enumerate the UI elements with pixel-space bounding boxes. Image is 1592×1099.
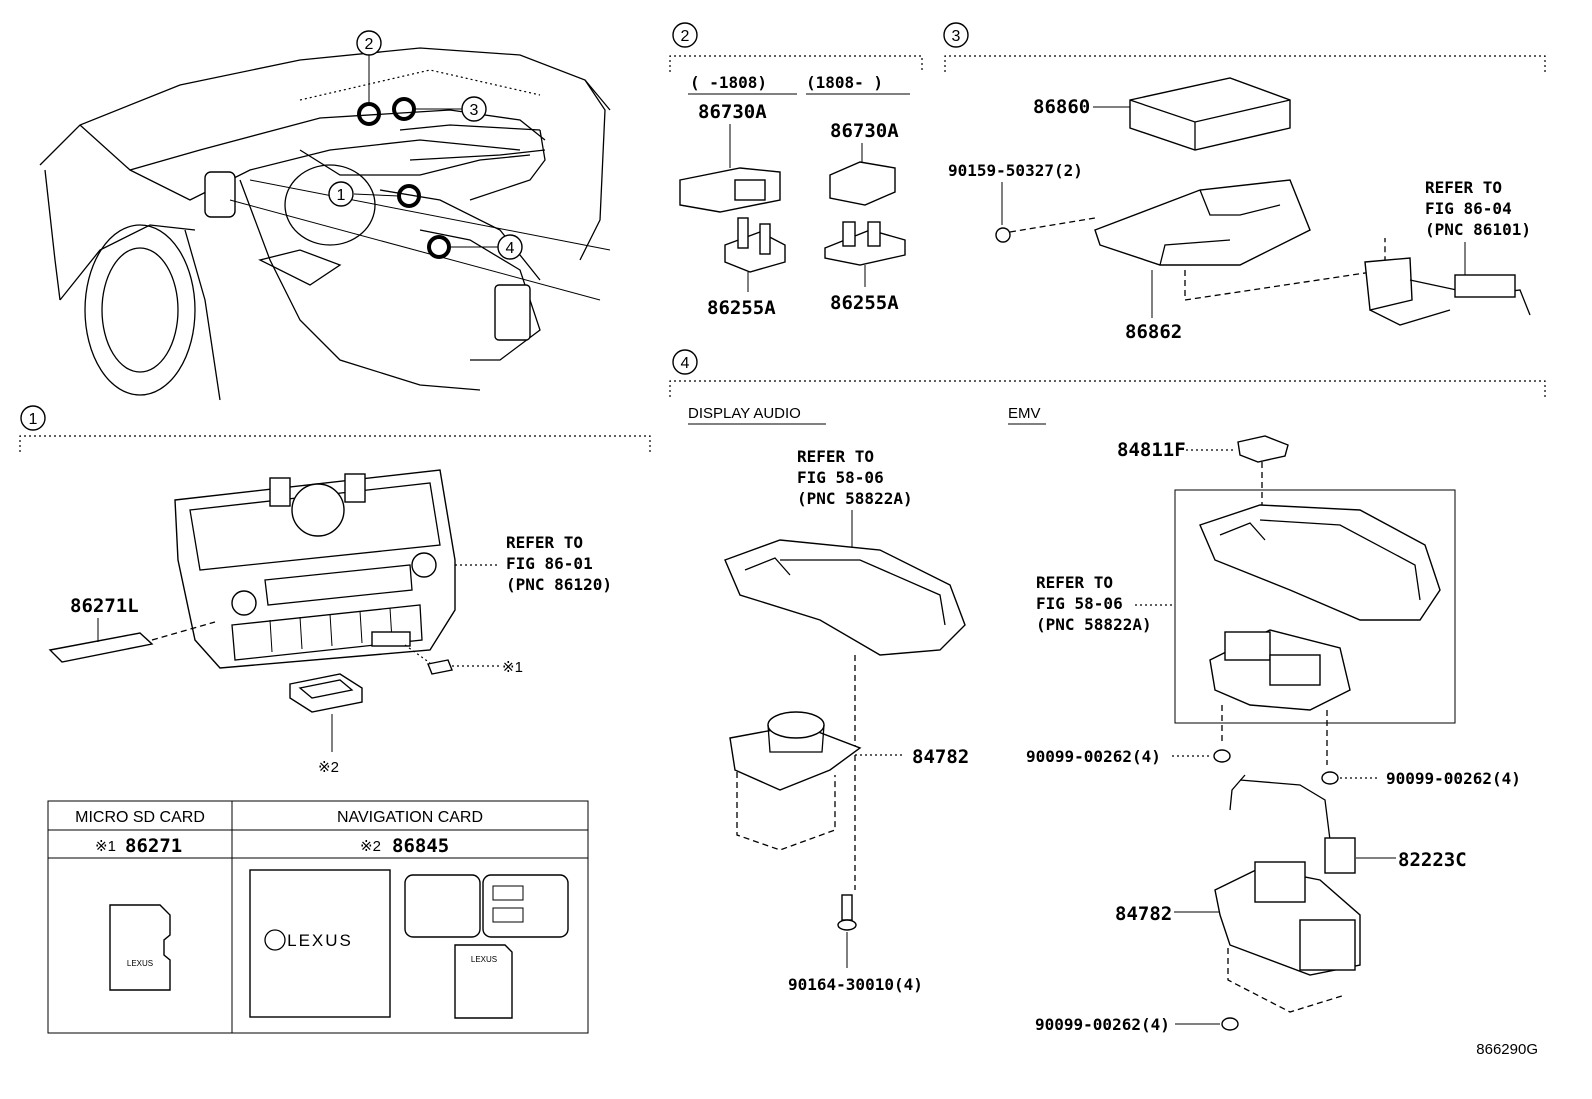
bolt-90164-label: 90164-30010(4) <box>788 975 923 994</box>
refer-58822A-da-line2: FIG 58-06 <box>797 468 884 487</box>
overview-callout-3: 3 <box>461 96 487 122</box>
refer-58822A-emv-line1: REFER TO <box>1036 573 1113 592</box>
overview-dashboard-illustration: 2 3 1 4 <box>39 30 611 401</box>
part-84782-emv-label: 84782 <box>1115 903 1172 925</box>
part-86255A-right-label: 86255A <box>830 292 899 314</box>
refer-86101-line3: (PNC 86101) <box>1425 220 1531 239</box>
range-after-1808: (1808- ) <box>806 73 883 92</box>
part-86860-label: 86860 <box>1033 96 1090 118</box>
svg-text:2: 2 <box>681 28 690 45</box>
part-86730A-left-label: 86730A <box>698 101 767 123</box>
part-82223C-label: 82223C <box>1398 849 1467 871</box>
refer-58822A-da-line1: REFER TO <box>797 447 874 466</box>
bolt-90099-emv2-label: 90099-00262(4) <box>1386 769 1521 788</box>
refer-58822A-da-line3: (PNC 58822A) <box>797 489 913 508</box>
section-4-marker: 4 <box>672 349 698 375</box>
overview-callout-2: 2 <box>356 30 382 56</box>
refer-86120-line3: (PNC 86120) <box>506 575 612 594</box>
bolt-90099-emv1-label: 90099-00262(4) <box>1026 747 1161 766</box>
overview-callout-1: 1 <box>328 181 354 207</box>
sd-card-brand: LEXUS <box>471 955 497 964</box>
section-1-marker: 1 <box>20 405 46 431</box>
svg-text:3: 3 <box>470 102 479 119</box>
display-audio-label: DISPLAY AUDIO <box>688 405 801 422</box>
part-86255A-left-label: 86255A <box>707 297 776 319</box>
figure-code: 866290G <box>1476 1041 1538 1058</box>
section-2: 2 ( -1808) (1808- ) 86730A 86730A 86255A… <box>669 22 923 319</box>
svg-text:2: 2 <box>365 36 374 53</box>
section-2-marker: 2 <box>672 22 698 48</box>
nav-card-mark-label: ※2 <box>318 759 339 776</box>
refer-86101-line2: FIG 86-04 <box>1425 199 1512 218</box>
section-3-marker: 3 <box>943 22 969 48</box>
micro-sd-mark: ※1 <box>95 838 116 855</box>
range-before-1808: ( -1808) <box>690 73 767 92</box>
part-84782-da-label: 84782 <box>912 746 969 768</box>
micro-sd-mark-label: ※1 <box>502 659 523 676</box>
emv-label: EMV <box>1008 405 1041 422</box>
nav-card-mark: ※2 <box>360 838 381 855</box>
part-86730A-right-label: 86730A <box>830 120 899 142</box>
navigation-card-header: NAVIGATION CARD <box>337 809 483 826</box>
svg-text:1: 1 <box>337 187 346 204</box>
refer-86101-line1: REFER TO <box>1425 178 1502 197</box>
svg-text:3: 3 <box>952 28 961 45</box>
svg-text:4: 4 <box>506 240 515 257</box>
refer-58822A-emv-line3: (PNC 58822A) <box>1036 615 1152 634</box>
refer-58822A-emv-line2: FIG 58-06 <box>1036 594 1123 613</box>
micro-sd-card-header: MICRO SD CARD <box>75 809 205 826</box>
section-1: 1 86271L REFER TO FIG 86- <box>19 405 651 776</box>
part-84811F-label: 84811F <box>1117 439 1186 461</box>
bolt-90099-emv3-label: 90099-00262(4) <box>1035 1015 1170 1034</box>
svg-text:1: 1 <box>29 411 38 428</box>
svg-text:4: 4 <box>681 355 690 372</box>
nav-card-part-number: 86845 <box>392 835 449 857</box>
part-86271L-label: 86271L <box>70 595 139 617</box>
nav-book-brand: LEXUS <box>287 931 353 950</box>
overview-callout-4: 4 <box>497 234 523 260</box>
bolt-90159-label: 90159-50327(2) <box>948 161 1083 180</box>
part-86862-label: 86862 <box>1125 321 1182 343</box>
refer-86120-line2: FIG 86-01 <box>506 554 593 573</box>
micro-sd-brand: LEXUS <box>127 959 153 968</box>
refer-86120-line1: REFER TO <box>506 533 583 552</box>
section-4: 4 DISPLAY AUDIO EMV REFER TO FIG 58-06 (… <box>669 349 1546 1034</box>
section-3: 3 86860 90159-50327(2) 86862 REFER TO FI… <box>943 22 1546 343</box>
audio-head-unit-drawing <box>174 469 456 669</box>
card-table: MICRO SD CARD NAVIGATION CARD ※1 86271 ※… <box>47 800 589 1034</box>
micro-sd-part-number: 86271 <box>125 835 182 857</box>
